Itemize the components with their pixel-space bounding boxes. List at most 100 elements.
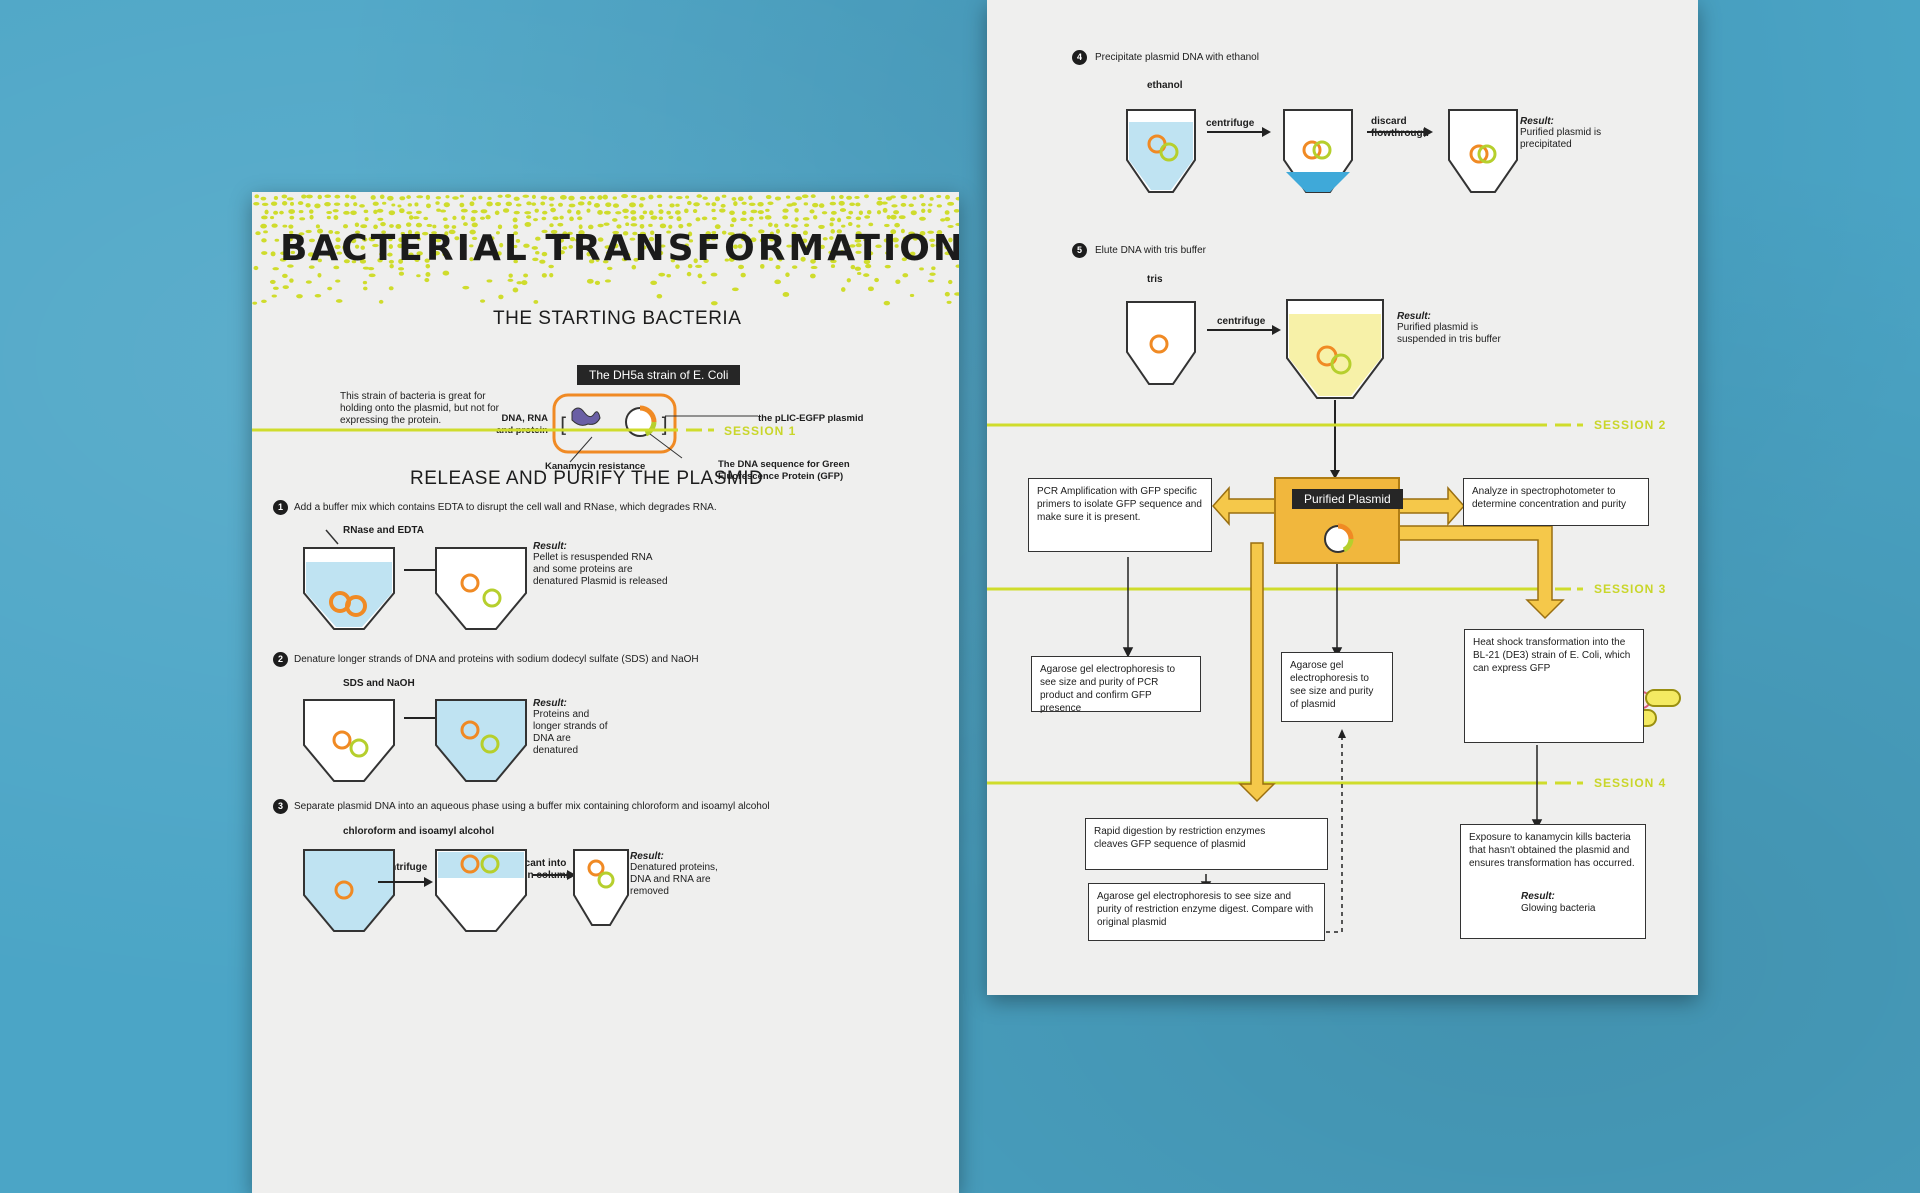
header-dot	[898, 215, 906, 220]
header-dot	[705, 231, 711, 236]
header-dot	[274, 238, 280, 242]
header-dot	[550, 229, 558, 234]
header-dot	[559, 215, 564, 220]
header-dot	[541, 273, 547, 278]
header-dot	[703, 258, 709, 263]
plasmid-icon	[1324, 523, 1354, 553]
header-dot	[512, 287, 519, 293]
header-dot	[836, 229, 842, 234]
header-dot	[697, 273, 703, 279]
strain-description: This strain of bacteria is great for hol…	[340, 391, 499, 426]
header-dot	[333, 215, 339, 221]
step-4-number: 4	[1072, 50, 1087, 65]
header-dot	[541, 229, 548, 234]
header-dot	[729, 223, 735, 228]
header-dot	[615, 211, 622, 215]
header-dot	[469, 201, 475, 207]
header-dot	[557, 222, 564, 227]
header-dot	[854, 266, 862, 271]
header-dot	[955, 222, 959, 227]
header-dot	[875, 244, 882, 249]
heat-shock-text: Heat shock transformation into the BL-21…	[1473, 637, 1631, 674]
header-dot	[782, 208, 789, 213]
header-dot	[768, 222, 773, 227]
header-dot	[549, 203, 554, 207]
header-dot	[307, 252, 315, 257]
header-dot	[342, 224, 349, 229]
header-dot	[819, 244, 825, 249]
header-dot	[531, 246, 538, 250]
header-dot	[629, 202, 636, 208]
step-5-text: Elute DNA with tris buffer	[1095, 245, 1206, 256]
header-dot	[830, 259, 837, 264]
header-dot	[289, 215, 295, 220]
header-dot	[804, 223, 810, 228]
purified-plasmid-label: Purified Plasmid	[1292, 489, 1403, 509]
header-dot	[351, 260, 357, 264]
session-1-label: SESSION 1	[724, 424, 797, 438]
header-dot	[354, 230, 361, 234]
header-dot	[795, 196, 802, 201]
header-dot	[954, 292, 959, 296]
header-dot	[363, 209, 369, 214]
header-dot	[936, 230, 943, 235]
header-dot	[378, 299, 384, 304]
step-2-result: Proteins and longer strands of DNA are d…	[533, 709, 608, 756]
header-dot	[809, 209, 815, 214]
header-dot	[471, 222, 478, 228]
header-dot	[939, 236, 944, 241]
plasmid-label: the pLIC-EGFP plasmid	[758, 413, 864, 424]
header-dot	[838, 200, 845, 206]
header-dot	[935, 243, 943, 248]
step-4-centrifuge-label: centrifuge	[1206, 118, 1255, 129]
header-dot	[497, 251, 502, 256]
header-dot	[272, 267, 279, 271]
header-dot	[416, 274, 421, 278]
header-dot	[569, 216, 574, 222]
header-dot	[354, 244, 360, 249]
session-4-label: SESSION 4	[1594, 776, 1667, 790]
header-dot	[531, 202, 537, 206]
header-dot	[794, 208, 799, 213]
header-dot	[731, 197, 737, 201]
header-dot	[945, 194, 950, 200]
header-dot	[389, 264, 394, 269]
header-dot	[443, 243, 448, 248]
header-dot	[442, 217, 448, 222]
header-dot	[270, 251, 276, 257]
header-dot	[666, 273, 672, 278]
header-dot	[412, 216, 420, 220]
header-dot	[575, 237, 582, 243]
header-dot	[521, 280, 528, 286]
header-dot	[594, 280, 601, 286]
header-dot	[353, 202, 358, 207]
header-dot	[523, 273, 529, 278]
step-5-number: 5	[1072, 243, 1087, 258]
header-dot	[301, 194, 307, 199]
header-dot	[845, 215, 852, 220]
step-5-reagent: tris	[1147, 274, 1163, 285]
header-dot	[883, 238, 890, 243]
header-dot	[414, 257, 420, 263]
step-4-result-label: Result:	[1520, 116, 1554, 127]
pcr-amplification-text: PCR Amplification with GFP specific prim…	[1037, 486, 1202, 523]
header-dot	[890, 214, 897, 220]
header-dot	[270, 201, 278, 206]
header-dot	[846, 278, 851, 283]
left-poster-sheet: BACTERIAL TRANSFORMATION THE STARTING BA…	[252, 192, 959, 1193]
header-dot	[944, 244, 951, 250]
header-dot	[326, 210, 333, 215]
header-dot	[837, 217, 842, 223]
header-dot	[471, 236, 478, 241]
header-dot	[479, 299, 486, 303]
header-dot	[533, 218, 539, 222]
header-dot	[597, 237, 604, 242]
agarose-plasmid-text: Agarose gel electrophoresis to see size …	[1290, 660, 1374, 710]
header-dot	[630, 194, 637, 199]
header-dot	[767, 201, 774, 206]
header-dot	[344, 202, 350, 207]
header-dot	[737, 196, 744, 202]
header-dot	[595, 256, 600, 262]
header-dot	[759, 238, 765, 243]
header-dot	[494, 210, 500, 216]
